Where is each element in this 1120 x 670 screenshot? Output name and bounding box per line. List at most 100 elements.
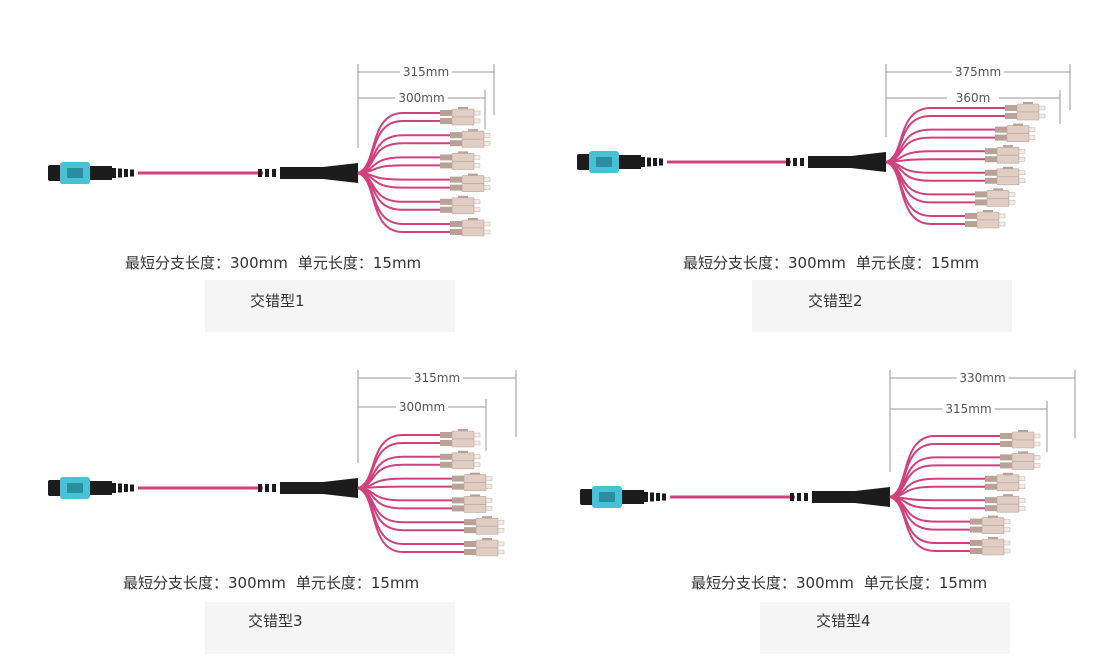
lc-duplex-connector-icon (975, 188, 1016, 207)
splitter-rib (265, 484, 269, 492)
lc-ferrule (1033, 433, 1041, 439)
lc-body (1006, 133, 1030, 142)
unit-length: 单元长度：15mm (863, 574, 988, 592)
lc-boot (965, 213, 977, 219)
dimension-inner-label: 300mm (398, 91, 444, 105)
lc-body (981, 525, 1005, 534)
mpo-boot-rib (641, 157, 645, 167)
lc-body (463, 482, 487, 491)
lc-body (451, 430, 475, 440)
lc-body (463, 474, 487, 483)
lc-body (1011, 431, 1035, 441)
name-box (752, 280, 1012, 332)
lc-duplex-connector-icon (985, 145, 1026, 164)
min-branch-length: 最短分支长度：300mm (123, 574, 286, 592)
lc-boot (440, 198, 452, 205)
lc-body (1016, 111, 1040, 121)
lc-duplex-connector-icon (450, 173, 491, 192)
lc-ferrule (1038, 113, 1046, 119)
lc-ferrule (1003, 548, 1011, 554)
lc-boot (1005, 113, 1017, 119)
lc-body (461, 219, 485, 229)
lc-ferrule (473, 163, 481, 168)
lc-boot (975, 191, 987, 198)
lc-latch (1023, 102, 1033, 104)
lc-body (451, 161, 475, 170)
lc-ferrule (497, 519, 505, 525)
branch-fiber (889, 485, 985, 498)
lc-duplex-connector-icon (985, 472, 1026, 492)
lc-ferrule (473, 432, 481, 438)
lc-latch (993, 188, 1003, 191)
lc-duplex-connector-icon (1000, 430, 1041, 449)
lc-ferrule (1003, 527, 1011, 532)
lc-duplex-connector-icon (970, 515, 1011, 534)
mpo-boot-rib (650, 492, 654, 502)
lc-ferrule (483, 229, 491, 235)
lc-ferrule (473, 155, 481, 160)
lc-ferrule (473, 199, 481, 205)
min-branch-length: 最短分支长度：300mm (691, 574, 854, 592)
dimension-outer-label: 330mm (959, 371, 1005, 385)
lc-duplex-connector-icon (452, 472, 493, 491)
splitter-rib (272, 484, 276, 492)
lc-duplex-connector-icon (464, 538, 505, 557)
lc-body (451, 197, 475, 207)
lc-body (461, 175, 485, 184)
lc-ferrule (1018, 497, 1026, 503)
lc-ferrule (473, 110, 481, 116)
lc-body (451, 108, 475, 118)
splitter-body (300, 163, 358, 183)
lc-body (451, 153, 475, 162)
lc-body (475, 517, 499, 527)
lc-latch (983, 210, 993, 212)
lc-boot (464, 541, 476, 547)
lc-body (1006, 125, 1030, 134)
lc-boot (985, 148, 997, 155)
lc-boot (1000, 454, 1012, 461)
min-branch-length: 最短分支长度：300mm (683, 254, 846, 272)
mpo-latch (577, 154, 591, 170)
lc-connectors (970, 430, 1041, 556)
lc-body (996, 154, 1020, 164)
lc-duplex-connector-icon (970, 537, 1011, 556)
mpo-boot-rib (130, 484, 134, 492)
lc-boot (464, 527, 476, 534)
lc-boot (965, 221, 977, 227)
lc-latch (482, 538, 492, 540)
lc-boot (985, 475, 997, 482)
lc-boot (985, 505, 997, 512)
lc-boot (440, 461, 452, 468)
mpo-boot-rib (647, 157, 651, 167)
lc-latch (1013, 123, 1023, 126)
lc-body (996, 482, 1020, 492)
branch-fiber (357, 172, 450, 225)
lc-body (981, 546, 1005, 556)
lc-duplex-connector-icon (452, 494, 493, 513)
splitter-body (828, 152, 886, 172)
mpo-connector-icon (48, 477, 134, 499)
mpo-boot (90, 481, 112, 495)
mpo-boot-rib (118, 168, 122, 178)
lc-ferrule (497, 549, 505, 555)
lc-ferrule (1018, 170, 1026, 176)
splitter-rib (800, 158, 804, 166)
mpo-ferrule (67, 483, 83, 493)
lc-boot (440, 110, 452, 116)
lc-latch (1003, 494, 1013, 497)
unit-length: 单元长度：15mm (295, 574, 420, 592)
lc-latch (470, 494, 480, 497)
lc-ferrule (473, 207, 481, 213)
lc-ferrule (1018, 148, 1026, 154)
lc-body (1011, 461, 1035, 470)
dimension-label-bg (396, 399, 448, 415)
lc-body (996, 503, 1020, 513)
lc-body (996, 146, 1020, 156)
lc-body (996, 176, 1020, 186)
lc-boot (1005, 105, 1017, 111)
splitter-sleeve (812, 491, 834, 503)
